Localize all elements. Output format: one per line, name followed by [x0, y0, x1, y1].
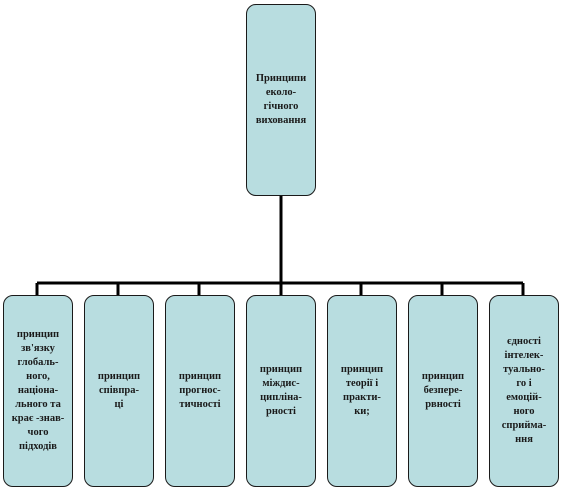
- child-node-3: принцип прогнос- тичності: [165, 295, 235, 487]
- child-node-2: принцип співпра- ці: [84, 295, 154, 487]
- child-node-6: принцип безпере- рвності: [408, 295, 478, 487]
- child-node-7: єдності інтелек- туально- го і емоцій- н…: [489, 295, 559, 487]
- child-node-1: принцип зв'язку глобаль- ного, націона- …: [3, 295, 73, 487]
- child-node-4: принцип міждис- циплiна- рності: [246, 295, 316, 487]
- child-node-5: принцип теорії і практи- ки;: [327, 295, 397, 487]
- root-node: Принципи eколо- гічного виховання: [246, 4, 316, 196]
